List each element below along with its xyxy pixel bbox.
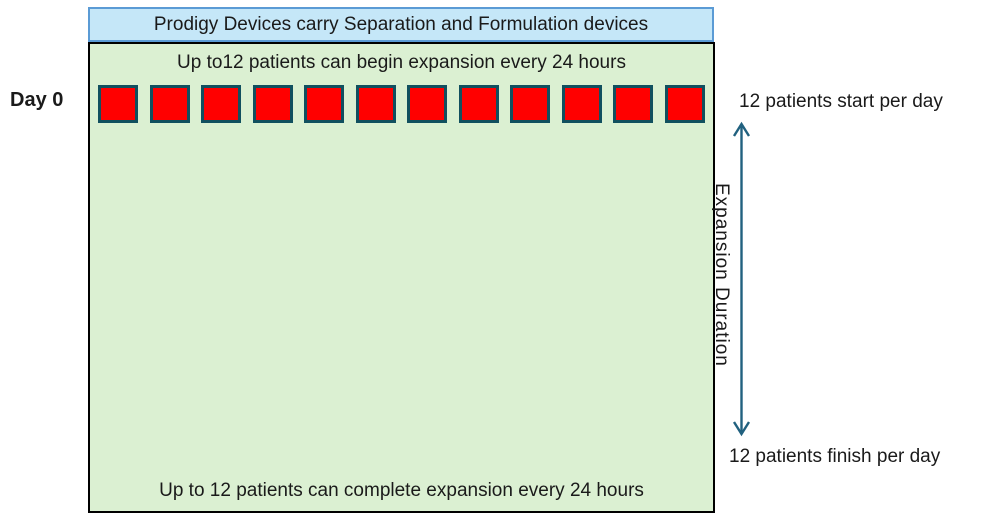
bottom-caption: Up to 12 patients can complete expansion… xyxy=(159,480,644,501)
patient-square xyxy=(201,85,242,123)
patient-square xyxy=(407,85,448,123)
patient-square xyxy=(149,85,190,123)
double-arrow-icon xyxy=(728,119,755,439)
patient-squares-row xyxy=(98,85,705,123)
patient-square xyxy=(561,85,602,123)
day-label: Day 0 xyxy=(10,89,64,111)
patient-square xyxy=(304,85,345,123)
header-box: Prodigy Devices carry Separation and For… xyxy=(88,7,714,42)
patient-square xyxy=(510,85,551,123)
patient-square xyxy=(98,85,138,123)
expansion-duration-label: Expansion Duration xyxy=(711,183,732,367)
patient-square xyxy=(252,85,293,123)
patient-square xyxy=(458,85,499,123)
patients-finish-label: 12 patients finish per day xyxy=(729,446,941,467)
top-caption: Up to12 patients can begin expansion eve… xyxy=(177,52,626,73)
header-title: Prodigy Devices carry Separation and For… xyxy=(153,13,649,35)
expansion-panel: Up to12 patients can begin expansion eve… xyxy=(88,42,715,513)
patient-square xyxy=(664,85,705,123)
patient-square xyxy=(355,85,396,123)
patients-start-label: 12 patients start per day xyxy=(739,91,943,112)
patient-square xyxy=(613,85,654,123)
